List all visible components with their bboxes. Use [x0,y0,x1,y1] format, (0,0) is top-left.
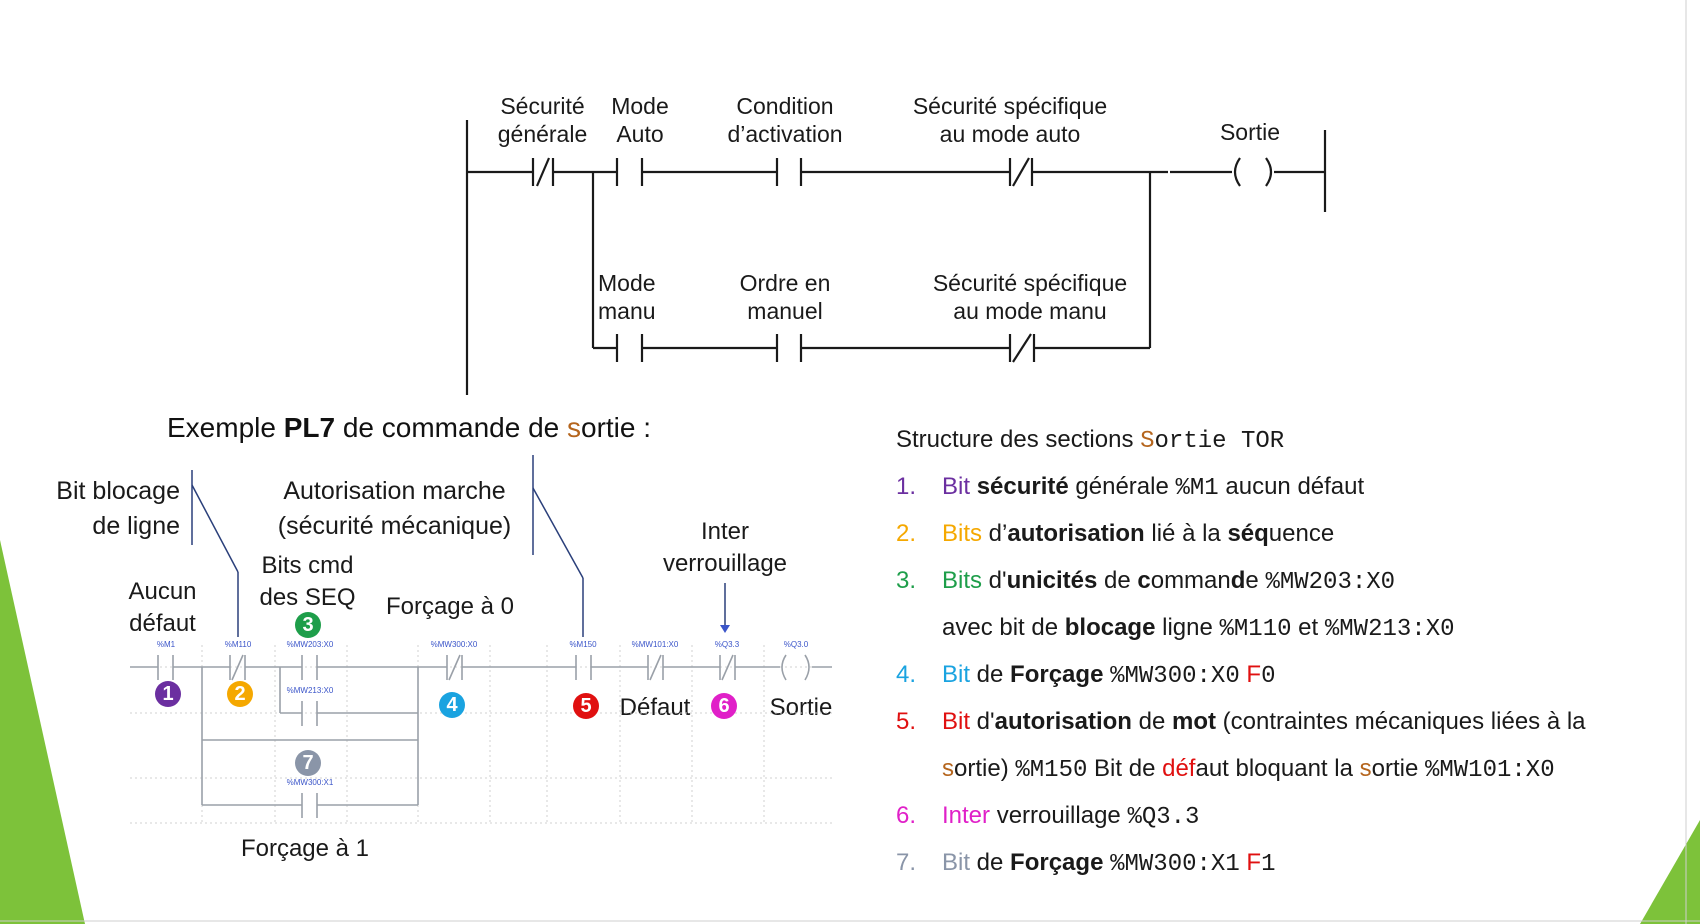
label-autorisation-marche: Autorisation marche(sécurité mécanique) [277,477,512,540]
list-item: 2. Bits d’autorisation lié à la séquence [896,520,1335,547]
tag-q33: %Q3.3 [714,640,740,649]
label-defaut: Défaut [619,694,691,721]
badge-1: 1 [155,681,181,707]
list-item: 1. Bit sécurité générale %M1 aucun défau… [896,473,1365,502]
structure-list: Structure des sections Sortie TOR 1. Bit… [896,416,1686,886]
tag-mw300x0: %MW300:X0 [430,640,478,649]
list-item-continuation: avec bit de blocage ligne %M110 et %MW21… [942,614,1455,643]
badge-4: 4 [439,692,465,718]
left-green-triangle [0,540,85,924]
list-item: 6. Inter verrouillage %Q3.3 [896,802,1200,831]
tag-m110: %M110 [224,640,252,649]
label-sortie-top: Sortie [1219,119,1281,145]
badge-3: 3 [295,612,321,638]
structure-header: Structure des sections Sortie TOR [896,426,1285,455]
label-sortie-example: Sortie [769,694,833,721]
badge-5: 5 [573,693,599,719]
pl7-ladder [130,455,832,824]
tag-m150: %M150 [569,640,597,649]
label-forcage-0: Forçage à 0 [385,593,515,620]
list-item: 7. Bit de Forçage %MW300:X1 F1 [896,849,1276,878]
tag-mw101: %MW101:X0 [631,640,679,649]
example-title: Exemple PL7 de commande de sortie : [167,412,652,443]
list-item-continuation: sortie) %M150 Bit de défaut bloquant la … [942,755,1555,784]
list-item: 4. Bit de Forçage %MW300:X0 F0 [896,661,1276,690]
label-forcage-1: Forçage à 1 [240,835,370,862]
tag-q30: %Q3.0 [783,640,809,649]
right-green-triangle [1640,820,1700,924]
tag-mw300x1: %MW300:X1 [286,778,334,787]
tag-m1: %M1 [156,640,176,649]
tag-mw213: %MW213:X0 [286,686,334,695]
list-item: 5. Bit d'autorisation de mot (contrainte… [896,708,1586,735]
tag-mw203: %MW203:X0 [286,640,334,649]
badge-7: 7 [295,750,321,776]
ladder-diagram [465,120,1327,395]
list-item: 3. Bits d'unicités de commande %MW203:X0 [896,567,1396,596]
badge-6: 6 [711,693,737,719]
badge-2: 2 [227,681,253,707]
